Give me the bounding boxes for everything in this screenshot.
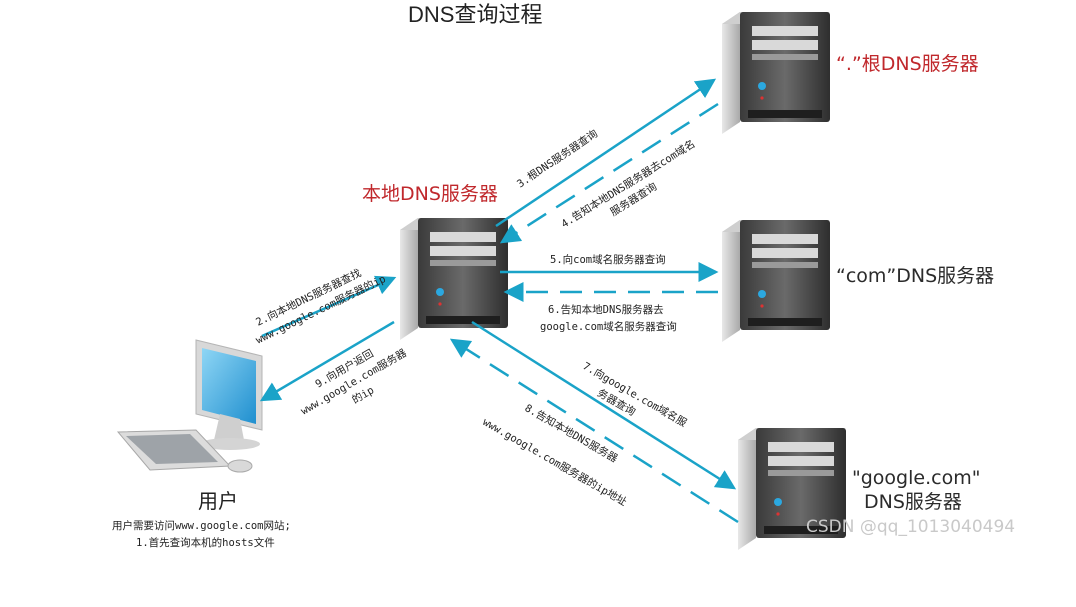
arrow-step4 [499,102,719,244]
user-note-line1: 用户需要访问www.google.com网站; [112,519,291,532]
arrow-step2 [261,275,397,338]
step3-text: 3.根DNS服务器查询 [514,127,600,191]
root-dns-label: “.”根DNS服务器 [836,53,979,75]
user-label: 用户 [198,489,238,513]
arrow-step8 [449,338,739,524]
arrow-step7 [471,320,737,490]
step6-text-line2: google.com域名服务器查询 [540,320,677,333]
user-computer-icon [116,339,263,473]
com-dns-label: “com”DNS服务器 [836,265,994,287]
google-dns-label-line2: DNS服务器 [864,491,962,513]
watermark: CSDN @qq_1013040494 [806,517,1015,537]
com-dns-server [722,220,830,342]
step6-text-line1: 6.告知本地DNS服务器去 [548,303,664,316]
local-dns-server [400,218,508,340]
root-dns-server [722,12,830,134]
diagram-title: DNS查询过程 [408,2,542,27]
arrow-step3 [495,78,717,228]
local-dns-label: 本地DNS服务器 [362,183,498,205]
google-dns-label-line1: "google.com" [852,467,980,489]
arrow-step9 [259,320,395,402]
user-note-line2: 1.首先查询本机的hosts文件 [136,536,275,549]
step5-text: 5.向com域名服务器查询 [550,253,666,266]
